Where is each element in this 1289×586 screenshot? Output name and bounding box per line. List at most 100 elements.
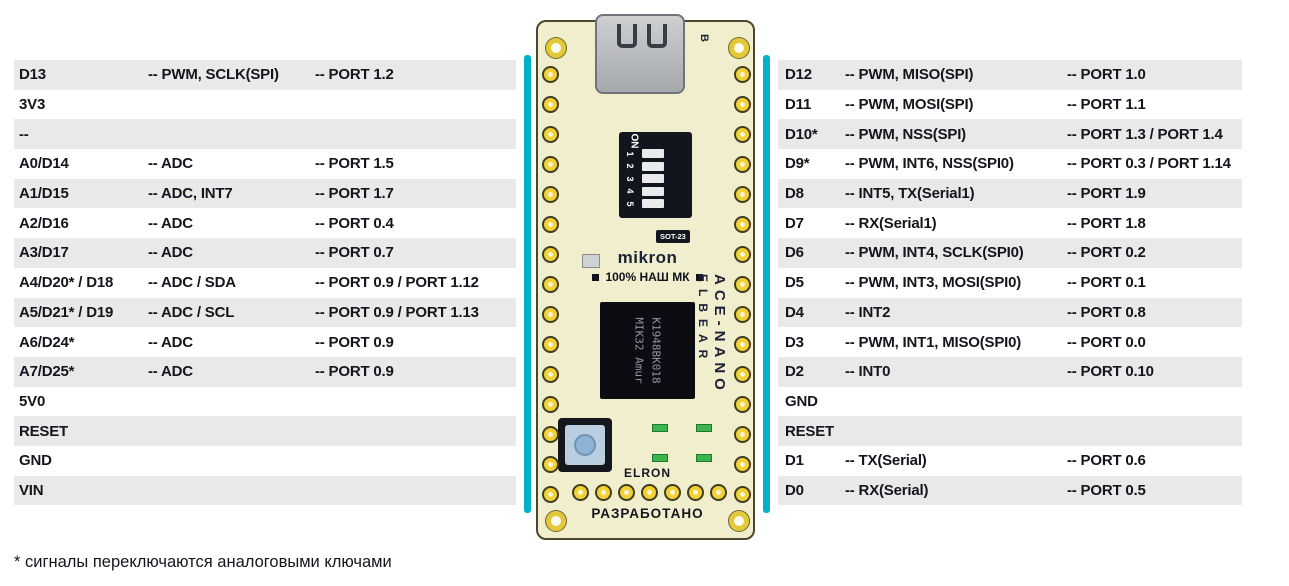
pin-port: -- PORT 0.9	[315, 333, 394, 351]
reset-button-cap	[565, 425, 605, 465]
bottom-label: РАЗРАБОТАНО	[591, 506, 704, 521]
pin-row: RESET	[778, 416, 1242, 446]
pin-func: -- PWM, SCLK(SPI)	[148, 66, 279, 84]
solder-pad	[734, 486, 751, 503]
pin-port: -- PORT 0.9 / PORT 1.13	[315, 303, 479, 321]
pin-func: -- ADC	[148, 363, 193, 381]
pin-row: 3V3	[14, 90, 516, 120]
pin-func: -- PWM, INT3, MOSI(SPI0)	[845, 274, 1022, 292]
left-accent-bar	[524, 55, 531, 513]
solder-pad	[542, 156, 559, 173]
square-marker	[695, 273, 703, 281]
pin-row: D12 -- PWM, MISO(SPI) -- PORT 1.0	[778, 60, 1242, 90]
dip-number: 2	[625, 163, 635, 169]
pin-port: -- PORT 0.3 / PORT 1.14	[1067, 155, 1231, 173]
brand-ace-nano: ACE-NANO	[711, 274, 728, 395]
solder-pad	[734, 456, 751, 473]
pin-func: -- PWM, INT6, NSS(SPI0)	[845, 155, 1014, 173]
pin-row: RESET	[14, 416, 516, 446]
solder-pad	[641, 484, 658, 501]
pin-row: D10*-- PWM, NSS(SPI)-- PORT 1.3 / PORT 1…	[778, 119, 1242, 150]
solder-pad	[542, 486, 559, 503]
pin-func: -- PWM, INT4, SCLK(SPI0)	[845, 244, 1024, 262]
square-marker	[592, 273, 600, 281]
pin-pin: D11	[785, 96, 812, 114]
pin-row: D6 -- PWM, INT4, SCLK(SPI0) -- PORT 0.2	[778, 238, 1242, 268]
solder-pad	[734, 156, 751, 173]
pin-pin: D12	[785, 66, 812, 84]
pin-port: -- PORT 0.1	[1067, 274, 1146, 292]
solder-pad	[734, 126, 751, 143]
pin-pin: 5V0	[19, 392, 46, 410]
brand-elbear: ELBEAR	[696, 274, 710, 366]
pin-pin: D6	[785, 244, 804, 262]
solder-pad	[542, 306, 559, 323]
pin-port: -- PORT 1.3 / PORT 1.4	[1067, 125, 1223, 143]
pin-row: D0-- RX(Serial)-- PORT 0.5	[778, 475, 1242, 506]
dip-switch-position: 4	[625, 186, 686, 196]
pin-pin: D1	[785, 452, 804, 470]
chip-marking-line1: К1948ВК018	[649, 317, 663, 384]
pin-pin: D2	[785, 363, 804, 381]
pin-row: A0/D14-- ADC-- PORT 1.5	[14, 149, 516, 179]
led-indicator	[652, 424, 668, 432]
solder-pad	[734, 366, 751, 383]
dip-slider	[642, 161, 664, 171]
mounting-hole	[729, 511, 749, 531]
reset-button-plunger	[574, 434, 596, 456]
solder-pad	[542, 426, 559, 443]
pin-func: -- INT2	[845, 303, 891, 321]
pin-port: -- PORT 0.0	[1067, 333, 1146, 351]
brand-text: ELBEAR ACE-NANO	[696, 274, 728, 432]
pin-func: -- PWM, MISO(SPI)	[845, 66, 974, 84]
solder-pad	[687, 484, 704, 501]
sot23-label: SOT-23	[656, 230, 690, 243]
solder-pad	[734, 396, 751, 413]
pin-row: D7-- RX(Serial1)-- PORT 1.8	[778, 208, 1242, 238]
pin-row: D13-- PWM, SCLK(SPI)-- PORT 1.2	[14, 60, 516, 90]
pin-row: D8-- INT5, TX(Serial1)-- PORT 1.9	[778, 178, 1242, 209]
pin-row: A6/D24*-- ADC-- PORT 0.9	[14, 327, 516, 357]
led-indicator	[696, 454, 712, 462]
pin-pin: D3	[785, 333, 804, 351]
elron-label: ELRON	[624, 466, 671, 480]
pin-func: -- ADC	[148, 214, 193, 232]
solder-pad	[734, 336, 751, 353]
solder-pad	[618, 484, 635, 501]
pin-pin: RESET	[19, 422, 69, 440]
pin-pin: A0/D14	[19, 155, 69, 173]
pin-pin: A2/D16	[19, 214, 69, 232]
right-accent-bar	[763, 55, 770, 513]
pin-row: D9*-- PWM, INT6, NSS(SPI0)-- PORT 0.3 / …	[778, 149, 1242, 179]
pin-func: -- TX(Serial)	[845, 452, 927, 470]
pin-row: VIN	[14, 475, 516, 506]
solder-pad	[542, 336, 559, 353]
pin-row: D1-- TX(Serial)-- PORT 0.6	[778, 446, 1242, 476]
pin-pin: D8	[785, 185, 804, 203]
mounting-hole	[546, 38, 566, 58]
pin-pin: D13	[19, 66, 46, 84]
usb-pin-slot	[647, 24, 667, 48]
pin-func: -- PWM, MOSI(SPI)	[845, 96, 974, 114]
solder-pad	[734, 276, 751, 293]
footnote: * сигналы переключаются аналоговыми ключ…	[14, 553, 392, 571]
pin-pin: RESET	[785, 422, 835, 440]
slogan: 100% НАШ МК	[538, 270, 757, 284]
solder-pad	[542, 456, 559, 473]
pin-func: -- ADC	[148, 244, 193, 262]
pin-pin: A1/D15	[19, 185, 69, 203]
pin-func: -- INT5, TX(Serial1)	[845, 185, 975, 203]
pin-row: A3/D17-- ADC-- PORT 0.7	[14, 238, 516, 268]
reset-button	[558, 418, 612, 472]
pin-row: A7/D25*-- ADC-- PORT 0.9	[14, 356, 516, 387]
dip-number: 3	[625, 175, 635, 181]
pin-port: -- PORT 1.0	[1067, 66, 1146, 84]
pin-row: D4-- INT2-- PORT 0.8	[778, 297, 1242, 328]
pin-pin: A4/D20* / D18	[19, 274, 114, 292]
pin-port: -- PORT 0.2	[1067, 244, 1146, 262]
pin-func: -- ADC, INT7	[148, 185, 233, 203]
usb-pin-slot	[617, 24, 637, 48]
pin-func: -- INT0	[845, 363, 891, 381]
